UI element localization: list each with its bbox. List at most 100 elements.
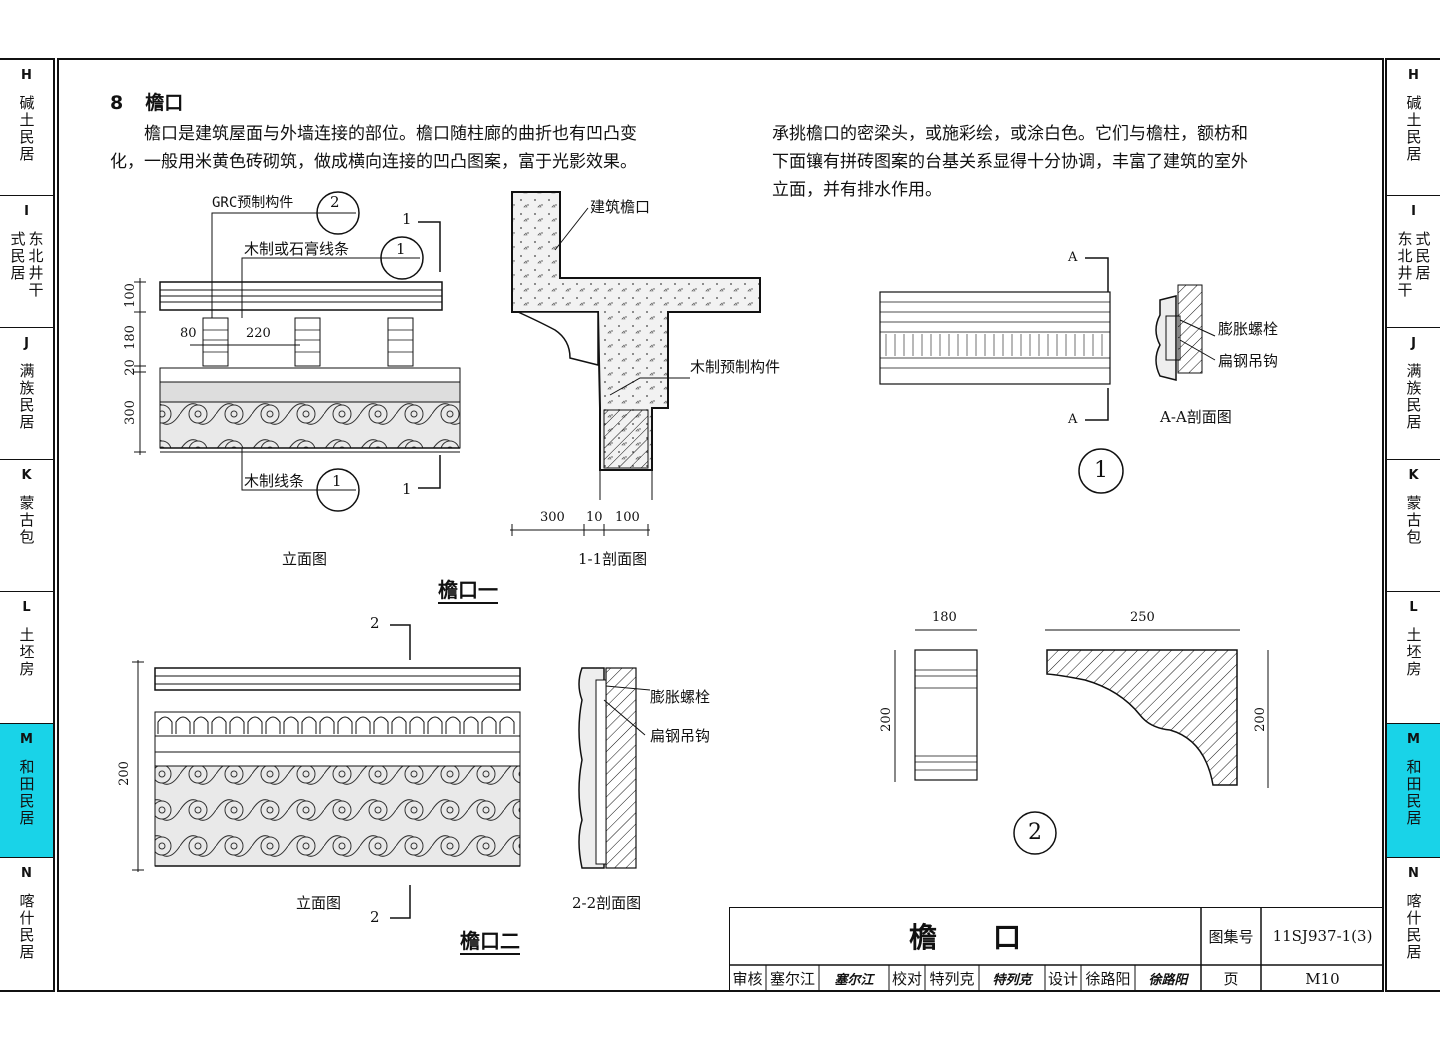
detail2-marker: 2: [1028, 820, 1042, 845]
tab-code: M: [20, 732, 33, 747]
tab-code: N: [21, 866, 32, 881]
page-number: M10: [1305, 969, 1340, 988]
checker-signature: 特列克: [992, 973, 1032, 988]
paragraph-line: 化，一般用米黄色砖砌筑，做成横向连接的凹凸图案，富于光影效果。: [110, 152, 637, 172]
label-wood-or-plaster: 木制或石膏线条: [244, 240, 350, 258]
eave2-section: [578, 667, 651, 869]
tab-label: 蒙古包: [1404, 495, 1423, 546]
label-building-eave: 建筑檐口: [590, 198, 651, 216]
tab-label: 碱土民居: [17, 95, 36, 163]
dim-s10: 10: [586, 510, 603, 525]
section-number: 8: [110, 92, 124, 114]
paragraph-line: 立面，并有排水作用。: [772, 180, 942, 200]
left-tab-k[interactable]: K 蒙古包: [0, 460, 53, 592]
eave2-section-caption: 2-2剖面图: [572, 894, 642, 912]
eave2-section-mark-top: 2: [370, 614, 380, 632]
section-mark-top: 1: [402, 210, 412, 228]
designer-signature: 徐路阳: [1148, 973, 1188, 988]
left-tab-l[interactable]: L 土坯房: [0, 592, 53, 724]
detail2-drawing: [894, 629, 1269, 855]
label-wood-line: 木制线条: [244, 472, 305, 490]
right-tab-k[interactable]: K 蒙古包: [1387, 460, 1440, 592]
left-tab-h[interactable]: H 碱土民居: [0, 60, 53, 196]
label-wood-prefab: 木制预制构件: [690, 358, 781, 376]
tab-code: H: [21, 68, 32, 83]
paragraph-left: 檐口是建筑屋面与外墙连接的部位。檐口随柱廊的曲折也有凹凸变 化，一般用米黄色砖砌…: [110, 120, 637, 176]
circle-ref-wood-plaster: 1: [396, 240, 406, 258]
reviewer-name: 塞尔江: [769, 970, 815, 988]
dim-s300: 300: [540, 510, 565, 525]
section-heading: 8 檐口: [110, 88, 183, 115]
right-tab-i[interactable]: I 东北井干式民居: [1387, 196, 1440, 328]
detail1-section-caption: A-A剖面图: [1160, 408, 1232, 426]
dim-s100: 100: [615, 510, 640, 525]
tab-code: K: [21, 468, 32, 483]
section-mark-bottom: 1: [402, 480, 412, 498]
detail1-marker: 1: [1094, 458, 1108, 483]
paragraph-line: 檐口是建筑屋面与外墙连接的部位。檐口随柱廊的曲折也有凹凸变: [110, 124, 637, 144]
tab-label: 喀什民居: [1404, 893, 1423, 961]
tab-label: 满族民居: [1404, 363, 1423, 431]
tab-code: N: [1408, 866, 1419, 881]
eave2-dim-200: 200: [116, 761, 132, 786]
checker-name: 特列克: [929, 970, 975, 988]
right-tab-l[interactable]: L 土坯房: [1387, 592, 1440, 724]
paragraph-line: 下面镶有拼砖图案的台基关系显得十分协调，丰富了建筑的室外: [772, 152, 1248, 172]
tab-label: 碱土民居: [1404, 95, 1423, 163]
tab-label: 式民居: [1413, 231, 1432, 282]
paragraph-right: 承挑檐口的密梁头，或施彩绘，或涂白色。它们与檐柱，额枋和 下面镶有拼砖图案的台基…: [772, 120, 1248, 204]
designer-name: 徐路阳: [1085, 970, 1131, 988]
tab-label: 土坯房: [17, 627, 36, 678]
tab-code: J: [1411, 336, 1416, 351]
left-tab-m[interactable]: M 和田民居: [0, 724, 53, 858]
label-bolt-1: 膨胀螺栓: [1218, 320, 1279, 338]
eave1-section: [510, 191, 761, 536]
tab-code: J: [24, 336, 29, 351]
cut-a-bottom: A: [1068, 412, 1078, 427]
paragraph-line: 承挑檐口的密梁头，或施彩绘，或涂白色。它们与檐柱，额枋和: [772, 124, 1248, 144]
cut-a-top: A: [1068, 250, 1078, 265]
tab-code: L: [1409, 600, 1418, 615]
tab-label: 东北井干: [1395, 231, 1414, 299]
tab-code: K: [1408, 468, 1419, 483]
drawing-title: 檐 口: [908, 921, 1021, 954]
tab-label: 土坯房: [1404, 627, 1423, 678]
circle-ref-wood-line: 1: [332, 472, 342, 490]
design-label: 设计: [1047, 970, 1078, 988]
label-hook-2: 扁钢吊钩: [650, 727, 711, 745]
atlas-number: 11SJ937-1(3): [1272, 927, 1373, 945]
dim-300: 300: [122, 400, 138, 425]
tab-code: I: [1411, 204, 1416, 219]
dim-220: 220: [246, 326, 271, 341]
detail2-dim-250: 250: [1130, 610, 1155, 625]
dim-80: 80: [180, 326, 197, 341]
tab-label: 蒙古包: [17, 495, 36, 546]
check-label: 校对: [891, 970, 922, 988]
tab-label: 和田民居: [1404, 759, 1423, 827]
eave2-section-mark-bottom: 2: [370, 908, 380, 926]
section-title: 檐口: [145, 92, 184, 114]
tab-code: L: [22, 600, 31, 615]
eave2-elevation-caption: 立面图: [296, 894, 342, 912]
eave1-title: 檐口一: [438, 578, 498, 602]
label-bolt-2: 膨胀螺栓: [650, 688, 711, 706]
right-tab-n[interactable]: N 喀什民居: [1387, 858, 1440, 992]
right-tab-j[interactable]: J 满族民居: [1387, 328, 1440, 460]
eave2-elevation: [132, 624, 521, 919]
atlas-label: 图集号: [1208, 927, 1254, 946]
reviewer-signature: 塞尔江: [834, 973, 874, 988]
tab-label: 满族民居: [17, 363, 36, 431]
left-tab-j[interactable]: J 满族民居: [0, 328, 53, 460]
detail2-dim-180: 180: [932, 610, 957, 625]
circle-ref-grc: 2: [330, 193, 340, 211]
eave1-section-caption: 1-1剖面图: [578, 550, 648, 568]
dim-100: 100: [122, 283, 138, 308]
page-label: 页: [1223, 970, 1239, 988]
tab-label: 和田民居: [17, 759, 36, 827]
